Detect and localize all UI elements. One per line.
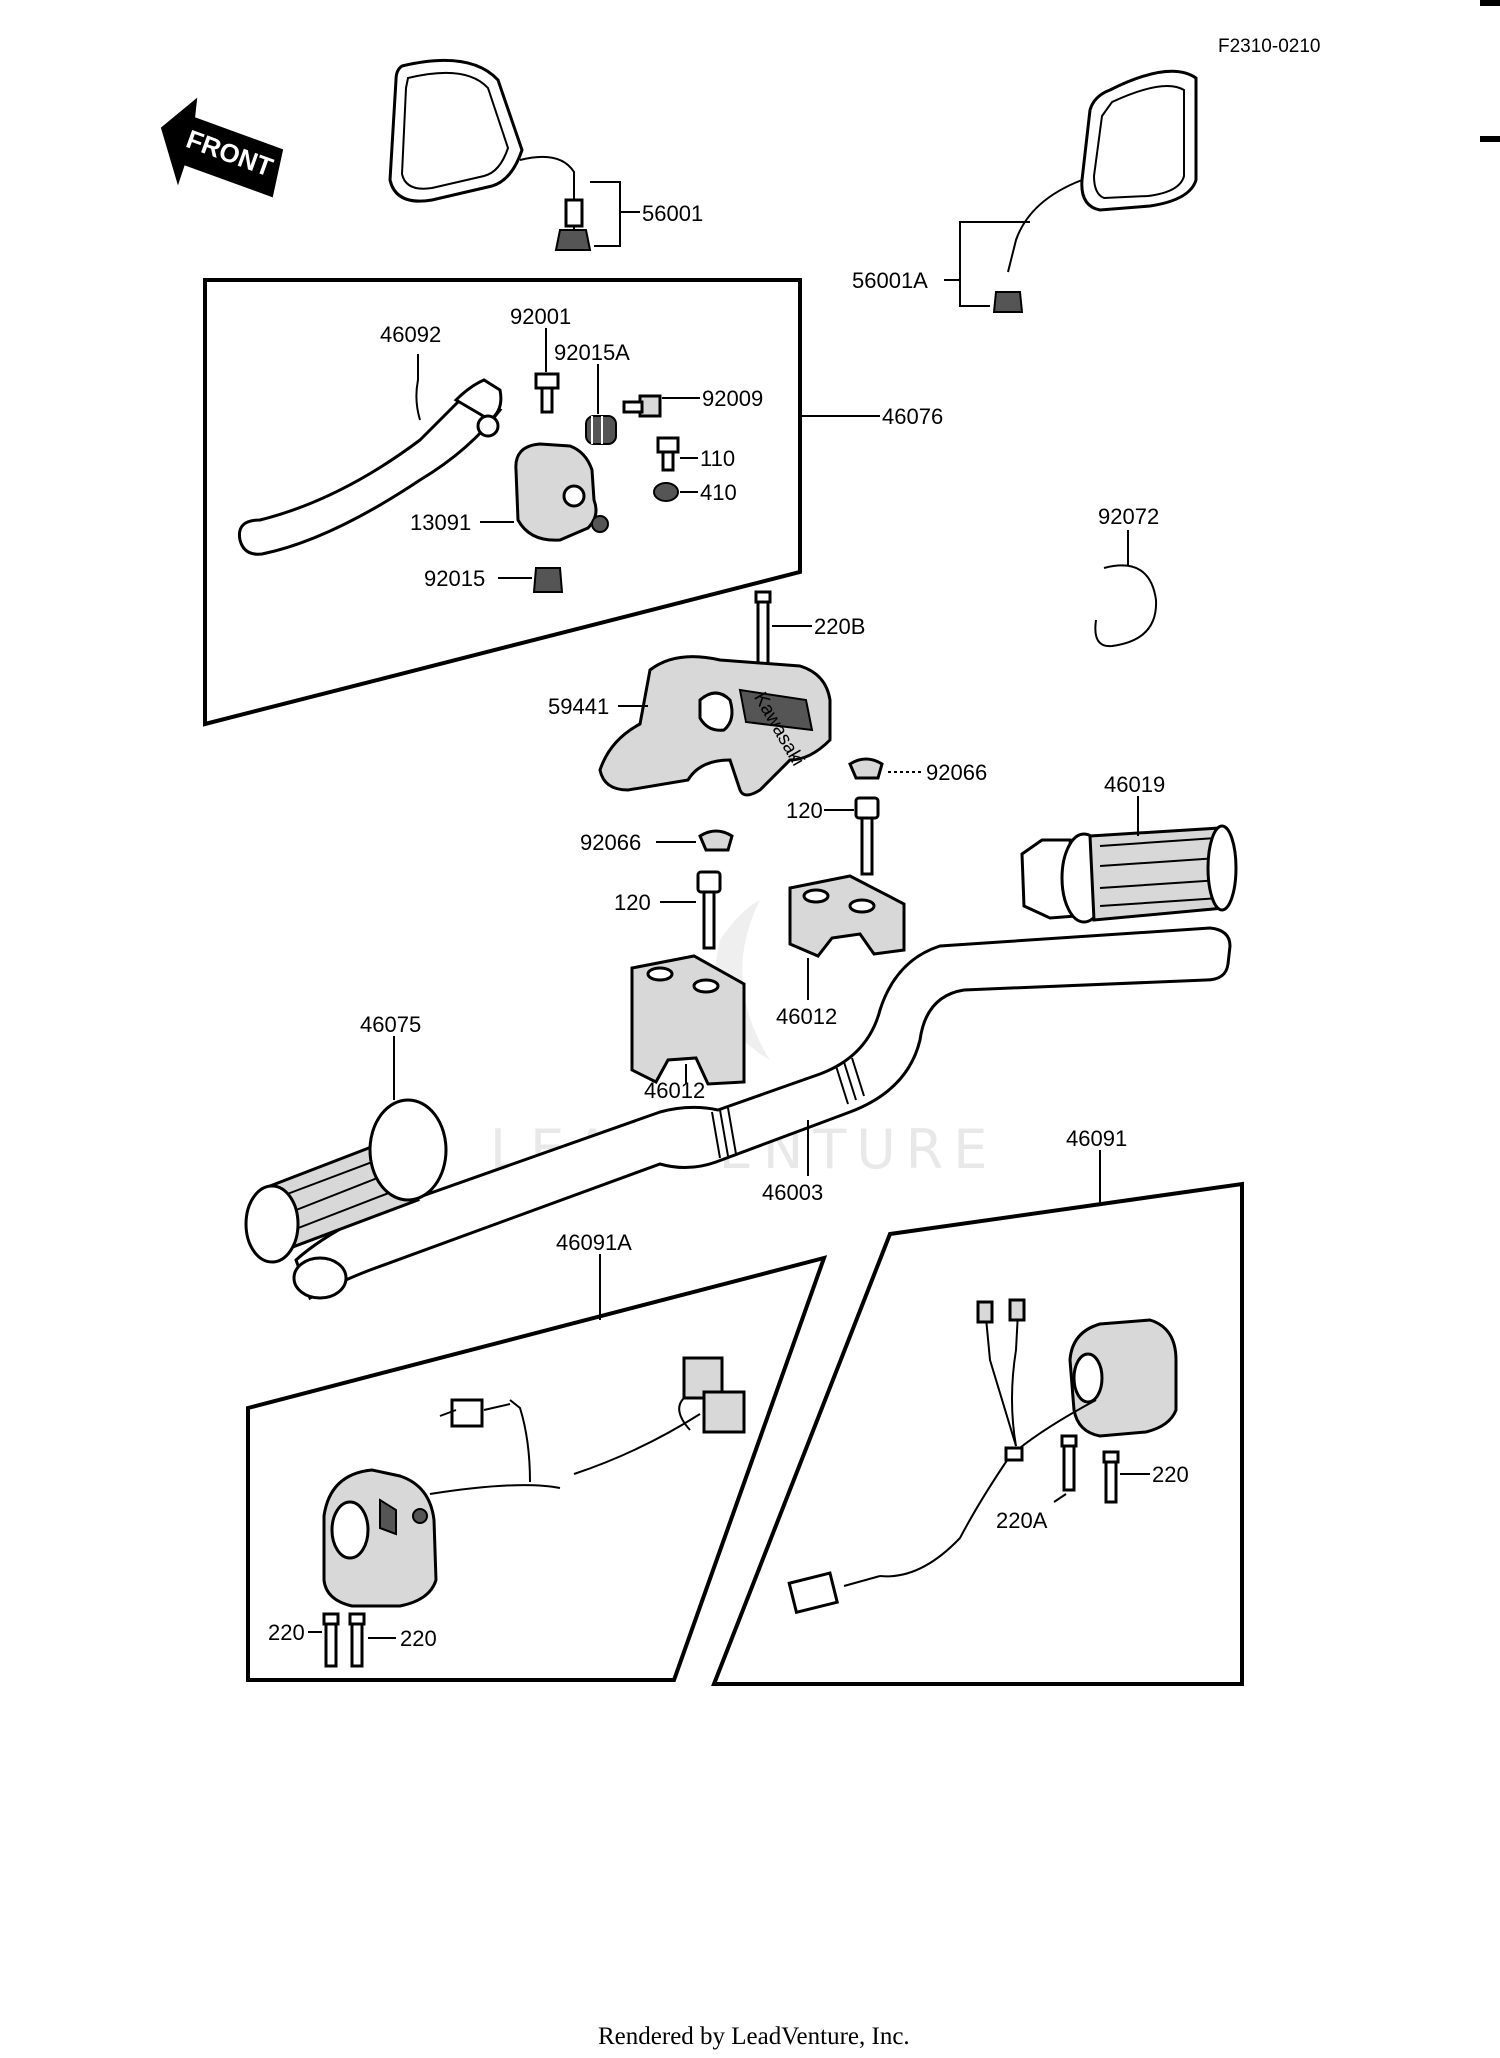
- bolt-110-part: [656, 436, 680, 472]
- part-label-46091: 46091: [1066, 1126, 1127, 1151]
- clutch-lever-part: [237, 378, 503, 556]
- screw-220-left-a-part: [322, 1612, 340, 1668]
- right-handlebar-switch-part: [787, 1298, 1178, 1615]
- nut-410-part: [653, 482, 679, 502]
- cap-92066-lower-part: [698, 829, 734, 852]
- lever-assembly-frame: [203, 278, 802, 727]
- right-switch-frame: [711, 1181, 1244, 1686]
- cap-92066-upper-part: [848, 757, 884, 780]
- lever-holder-part: [514, 442, 609, 542]
- part-label-46092: 46092: [380, 322, 441, 347]
- bolt-120-upper-part: [854, 796, 880, 876]
- part-label-92072: 92072: [1098, 504, 1159, 529]
- part-label-220A: 220A: [996, 1508, 1048, 1533]
- part-label-92001: 92001: [510, 304, 571, 329]
- part-label-92015A: 92015A: [554, 340, 630, 365]
- handlebar-46003-part: [292, 926, 1232, 1301]
- part-label-13091: 13091: [410, 510, 471, 535]
- part-label-120-lower: 120: [614, 890, 651, 915]
- bolt-92001-part: [534, 372, 560, 414]
- holder-46012-lower-part: [630, 954, 746, 1086]
- part-label-120-upper: 120: [786, 798, 823, 823]
- nut-92015-part: [532, 567, 564, 593]
- screw-220-right-part: [1102, 1450, 1120, 1504]
- part-label-220-right: 220: [1152, 1462, 1189, 1487]
- front-arrow-icon: FRONT: [160, 97, 284, 198]
- part-label-220-left-a: 220: [268, 1620, 305, 1645]
- right-mirror-part: [992, 69, 1198, 313]
- left-handlebar-switch-part: [322, 1356, 746, 1608]
- part-label-46012-lower: 46012: [644, 1078, 705, 1103]
- part-label-92009: 92009: [702, 386, 763, 411]
- part-label-92066-upper: 92066: [926, 760, 987, 785]
- drawing-code: F2310-0210: [1218, 36, 1320, 57]
- left-switch-frame: [246, 1255, 828, 1682]
- band-92072-part: [1094, 564, 1158, 648]
- edge-mark-top: [1480, 0, 1500, 6]
- screw-92009-part: [622, 394, 662, 418]
- right-grip-46019-part: [1020, 824, 1238, 924]
- left-mirror-part: [388, 58, 592, 251]
- switch-cover-59441-part: Kawasaki: [598, 655, 832, 797]
- edge-mark-mid: [1480, 136, 1500, 142]
- part-label-46076: 46076: [882, 404, 943, 429]
- part-label-46091A: 46091A: [556, 1230, 632, 1255]
- adjuster-92015A-part: [585, 415, 617, 445]
- part-label-92066-lower: 92066: [580, 830, 641, 855]
- part-label-56001: 56001: [642, 201, 703, 226]
- part-label-220B: 220B: [814, 614, 865, 639]
- part-label-220-left-b: 220: [400, 1626, 437, 1651]
- screw-220A-part: [1060, 1434, 1078, 1492]
- left-grip-46075-part: [244, 1098, 448, 1264]
- part-label-56001A: 56001A: [852, 268, 928, 293]
- bolt-120-lower-part: [696, 870, 722, 950]
- part-label-92015: 92015: [424, 566, 485, 591]
- part-label-110: 110: [700, 446, 735, 471]
- part-label-46019: 46019: [1104, 772, 1165, 797]
- screw-220B-part: [754, 590, 772, 666]
- part-label-46012-upper: 46012: [776, 1004, 837, 1029]
- part-label-59441: 59441: [548, 694, 609, 719]
- screw-220-left-b-part: [348, 1612, 366, 1668]
- holder-46012-upper-part: [788, 874, 906, 958]
- part-label-46003: 46003: [762, 1180, 823, 1205]
- part-label-410: 410: [700, 480, 737, 505]
- footer-credit: Rendered by LeadVenture, Inc.: [598, 2023, 910, 2050]
- part-label-46075: 46075: [360, 1012, 421, 1037]
